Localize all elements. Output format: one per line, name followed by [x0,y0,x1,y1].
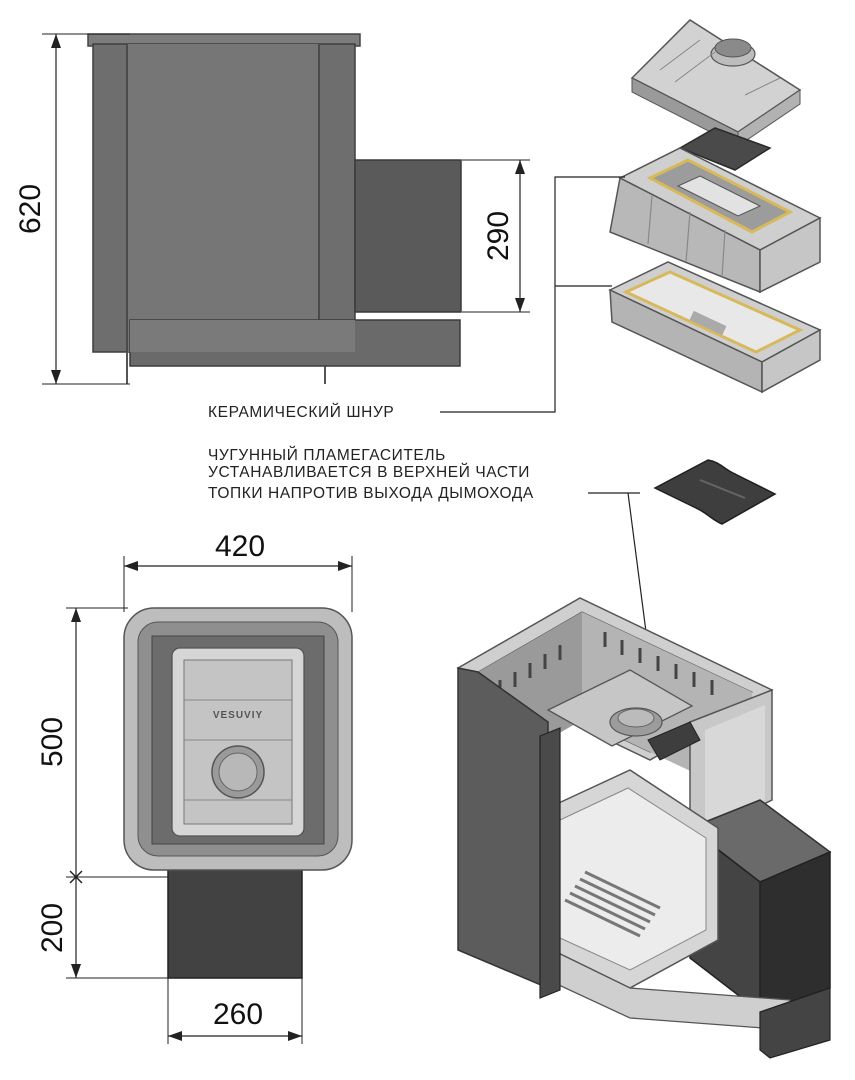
flame-arrester-line-3: ТОПКИ НАПРОТИВ ВЫХОДА ДЫМОХОДА [208,485,534,502]
flame-arrester-part [653,459,777,525]
callout-ceramic-cord: КЕРАМИЧЕСКИЙ ШНУР [208,176,625,421]
dimension-620: 620 [14,33,130,385]
brand-mark: VESUVIY [213,710,263,721]
dimension-260: 260 [167,978,303,1044]
top-cover-part [630,19,802,147]
dimension-200: 200 [36,870,168,979]
side-view [87,33,462,384]
dim-label-420: 420 [215,530,265,563]
cutaway-view [456,597,832,1059]
dim-label-620: 620 [14,184,47,234]
dim-label-500: 500 [36,717,69,767]
dimension-500: 500 [36,607,168,878]
flame-plate-exploded [678,127,772,171]
dim-label-260: 260 [213,998,263,1031]
dimension-290: 290 [462,159,530,313]
flame-arrester-line-1: ЧУГУННЫЙ ПЛАМЕГАСИТЕЛЬ [208,446,446,464]
callout-flame-arrester: ЧУГУННЫЙ ПЛАМЕГАСИТЕЛЬ УСТАНАВЛИВАЕТСЯ В… [208,446,663,756]
dim-label-200: 200 [36,903,69,953]
dim-label-290: 290 [482,211,515,261]
flame-arrester-line-2: УСТАНАВЛИВАЕТСЯ В ВЕРХНЕЙ ЧАСТИ [208,463,530,481]
dimension-420: 420 [123,530,353,612]
lower-frame-part [608,261,822,394]
plan-view: VESUVIY [123,607,353,979]
ceramic-cord-label: КЕРАМИЧЕСКИЙ ШНУР [208,403,394,421]
upper-frame-part [609,147,822,294]
